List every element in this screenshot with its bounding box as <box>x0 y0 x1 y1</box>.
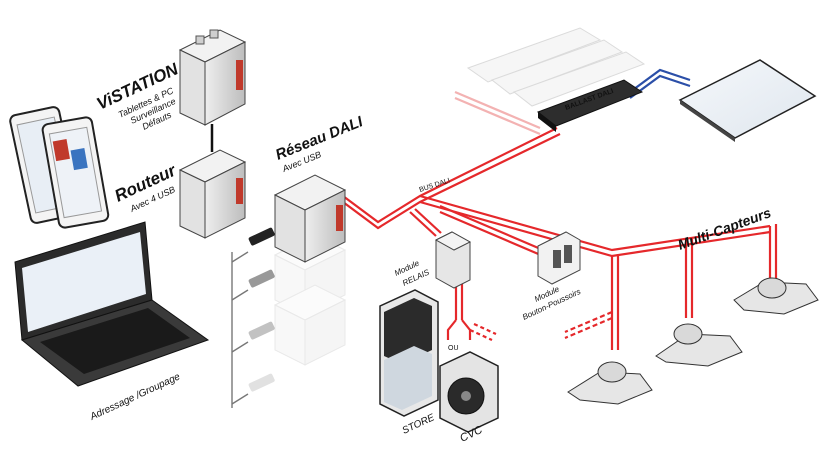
store-window <box>379 289 439 417</box>
grey-ballasts <box>466 27 646 107</box>
ou-label: OU <box>448 345 459 352</box>
dali-gateway-stack <box>273 174 347 366</box>
led-panel <box>678 59 817 142</box>
multi-sensor-3 <box>733 277 819 315</box>
multi-sensor-2 <box>655 323 743 367</box>
bus-label: BUS DALI <box>418 177 451 194</box>
bouton-poussoirs-module <box>537 231 581 285</box>
laptop <box>14 221 210 387</box>
dali-bus-lines <box>342 90 778 350</box>
adressage-label: Adressage /Groupage <box>88 371 183 423</box>
usb-cable-tree <box>231 251 249 408</box>
usb-plugs <box>248 227 275 392</box>
vistation-device <box>178 29 247 126</box>
ballast-to-panel-wires <box>629 68 691 99</box>
tablets <box>9 106 110 229</box>
router-device <box>178 149 247 239</box>
multi-sensor-1 <box>567 361 653 405</box>
cvc-unit <box>439 351 499 433</box>
relais-module <box>434 231 472 289</box>
